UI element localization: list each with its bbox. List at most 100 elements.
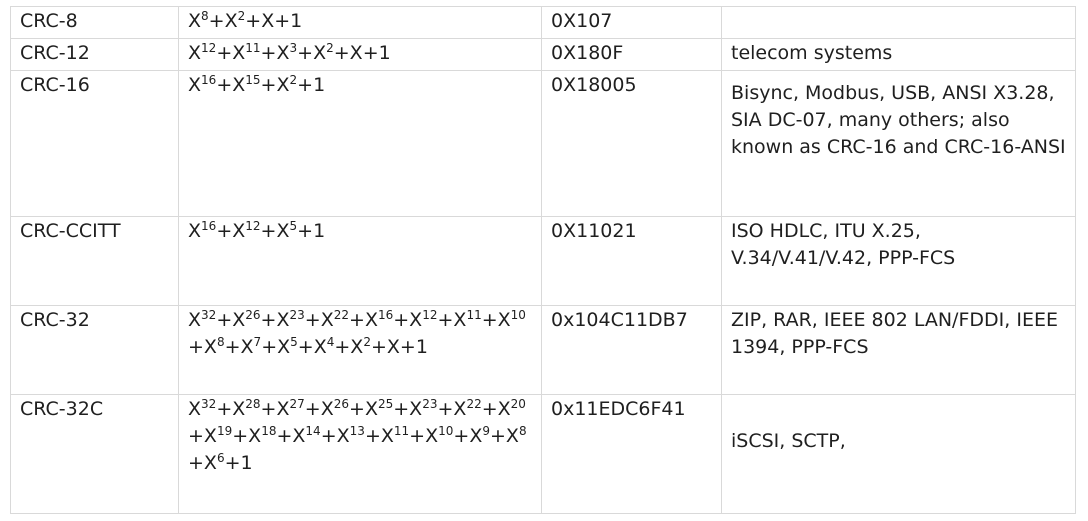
term-exponent: 12 <box>245 219 261 233</box>
hex-cell: 0X18005 <box>541 70 722 217</box>
term-exponent: 26 <box>333 397 350 411</box>
polynomial-term: X7 <box>240 335 262 358</box>
term-exponent: 11 <box>466 308 482 322</box>
hex-cell: 0X107 <box>541 6 722 39</box>
term-exponent: 19 <box>216 424 233 438</box>
polynomial-term: X25 <box>364 397 394 420</box>
table-row: CRC-32 X32+X26+X23+X22+X16+X12+X11+X10+X… <box>10 305 1076 395</box>
term-exponent: 6 <box>216 451 225 465</box>
term-exponent: 7 <box>253 335 262 349</box>
term-exponent: 9 <box>482 424 490 438</box>
polynomial-term: 1 <box>313 220 326 242</box>
term-exponent: 8 <box>518 424 527 438</box>
hex-value: 0x104C11DB7 <box>551 309 688 331</box>
crc-name-cell: CRC-8 <box>10 6 179 39</box>
hex-cell: 0X11021 <box>541 216 722 306</box>
crc-name-cell: CRC-CCITT <box>10 216 179 306</box>
polynomial-term: X8 <box>188 9 209 32</box>
term-exponent: 2 <box>363 335 371 349</box>
term-exponent: 16 <box>201 73 217 87</box>
polynomial-term: X6 <box>203 451 225 474</box>
term-exponent: 16 <box>377 308 394 322</box>
polynomial-term: X32 <box>188 397 217 420</box>
polynomial-term: X2 <box>313 41 334 64</box>
term-exponent: 25 <box>377 397 394 411</box>
crc-name: CRC-32C <box>20 398 104 420</box>
term-exponent: 12 <box>201 41 217 55</box>
table-row: CRC-12 X12+X11+X3+X2+X+1 0X180F telecom … <box>10 38 1076 71</box>
term-exponent: 26 <box>245 308 261 322</box>
term-exponent: 5 <box>289 219 298 233</box>
polynomial-term: 1 <box>240 452 253 474</box>
term-exponent: 8 <box>216 335 225 349</box>
polynomial-term: X26 <box>320 397 350 420</box>
polynomial-term: 1 <box>290 10 303 32</box>
polynomial-term: X19 <box>203 424 233 447</box>
polynomial-term: X11 <box>453 308 482 331</box>
hex-value: 0x11EDC6F41 <box>551 398 686 420</box>
usage-text: ZIP, RAR, IEEE 802 LAN/FDDI, IEEE 1394, … <box>731 309 1058 358</box>
polynomial-expression: X32+X28+X27+X26+X25+X23+X22+X20+X19+X18+… <box>188 397 527 474</box>
usage-cell: telecom systems <box>721 38 1076 71</box>
term-exponent: 10 <box>510 308 526 322</box>
polynomial-term: X10 <box>497 308 526 331</box>
term-exponent: 5 <box>290 335 298 349</box>
polynomial-term: X5 <box>277 335 298 358</box>
term-exponent: 27 <box>289 397 305 411</box>
polynomial-term: X11 <box>380 424 410 447</box>
term-exponent: 16 <box>201 219 217 233</box>
term-exponent: 13 <box>349 424 365 438</box>
polynomial-expression: X16+X15+X2+1 <box>188 73 326 96</box>
crc-polynomial-table: CRC-8 X8+X2+X+1 0X107 CRC-12 X12+X11+X3+… <box>10 6 1076 514</box>
term-exponent: 11 <box>393 424 410 438</box>
polynomial-term: X4 <box>313 335 335 358</box>
term-exponent: 3 <box>289 41 298 55</box>
crc-name-cell: CRC-32C <box>10 394 179 514</box>
polynomial-term: X28 <box>232 397 261 420</box>
polynomial-term: X10 <box>425 424 454 447</box>
hex-value: 0X107 <box>551 10 613 32</box>
polynomial-term: X2 <box>224 9 246 32</box>
usage-text: Bisync, Modbus, USB, ANSI X3.28, SIA DC-… <box>731 82 1066 158</box>
term-exponent: 4 <box>326 335 335 349</box>
polynomial-expression: X16+X12+X5+1 <box>188 219 326 242</box>
polynomial-term: X13 <box>336 424 365 447</box>
polynomial-term: X12 <box>232 219 261 242</box>
crc-name-cell: CRC-32 <box>10 305 179 395</box>
usage-cell: iSCSI, SCTP, <box>721 394 1076 514</box>
crc-name: CRC-12 <box>20 42 90 64</box>
hex-cell: 0x104C11DB7 <box>541 305 722 395</box>
hex-value: 0X180F <box>551 42 624 64</box>
table-row: CRC-8 X8+X2+X+1 0X107 <box>10 6 1076 39</box>
polynomial-term: X22 <box>320 308 350 331</box>
polynomial-term: X16 <box>188 73 217 96</box>
polynomial-term: 1 <box>378 42 391 64</box>
usage-cell: ISO HDLC, ITU X.25, V.34/V.41/V.42, PPP-… <box>721 216 1076 306</box>
polynomial-term: X16 <box>364 308 394 331</box>
polynomial-term: X16 <box>188 219 217 242</box>
polynomial-term: X8 <box>203 335 225 358</box>
cell-spacer <box>731 396 1067 428</box>
polynomial-expression: X8+X2+X+1 <box>188 9 303 32</box>
polynomial-term: X2 <box>350 335 371 358</box>
polynomial-cell: X32+X26+X23+X22+X16+X12+X11+X10+X8+X7+X5… <box>178 305 542 395</box>
polynomial-cell: X16+X12+X5+1 <box>178 216 542 306</box>
crc-name: CRC-8 <box>20 10 78 32</box>
polynomial-term: X2 <box>276 73 298 96</box>
polynomial-term: X14 <box>292 424 321 447</box>
usage-text: telecom systems <box>731 42 893 64</box>
table-row: CRC-CCITT X16+X12+X5+1 0X11021 ISO HDLC,… <box>10 216 1076 306</box>
usage-text: iSCSI, SCTP, <box>731 430 846 452</box>
polynomial-term: X12 <box>188 41 217 64</box>
term-exponent: 23 <box>289 308 305 322</box>
polynomial-term: X12 <box>409 308 438 331</box>
term-exponent: 22 <box>466 397 482 411</box>
term-exponent: 28 <box>245 397 261 411</box>
term-exponent: 32 <box>201 397 217 411</box>
polynomial-term: X <box>261 10 275 32</box>
crc-name-cell: CRC-16 <box>10 70 179 217</box>
hex-cell: 0x11EDC6F41 <box>541 394 722 514</box>
term-exponent: 10 <box>438 424 454 438</box>
polynomial-term: X11 <box>232 41 261 64</box>
polynomial-term: X20 <box>497 397 526 420</box>
